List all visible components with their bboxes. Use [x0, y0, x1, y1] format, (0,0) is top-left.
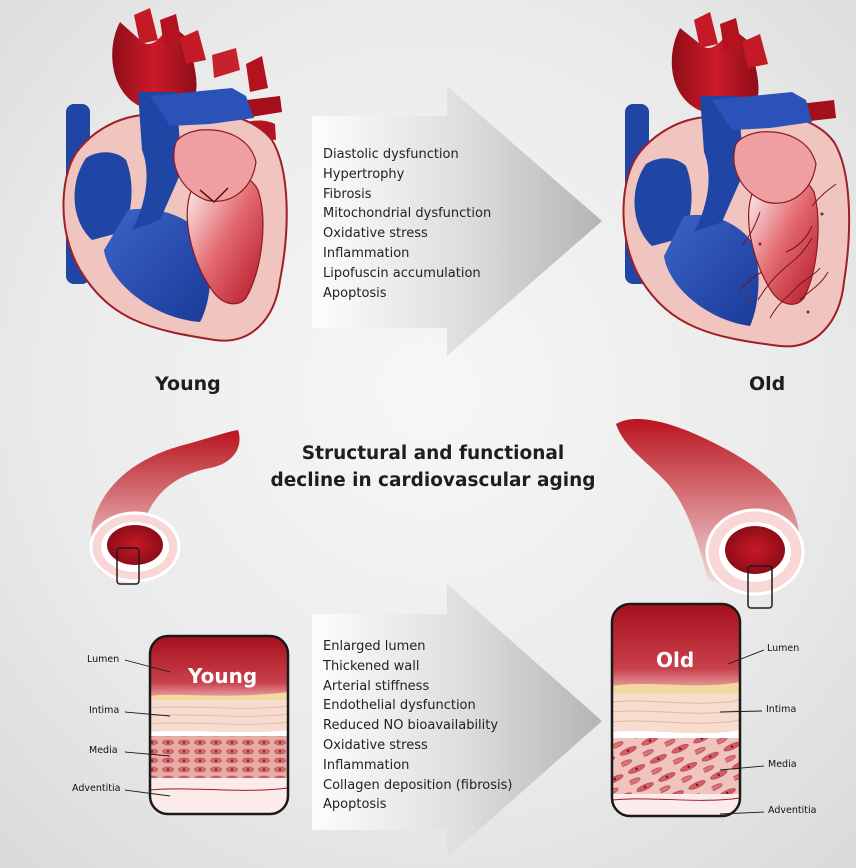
vessel-change-item: Reduced NO bioavailability — [323, 716, 512, 736]
heart-change-item: Inflammation — [323, 244, 491, 264]
young-inset-label: Young — [188, 664, 257, 688]
right-label-media: Media — [768, 759, 797, 770]
vessel-change-item: Enlarged lumen — [323, 637, 512, 657]
young-heart-label: Young — [155, 373, 221, 395]
vessel-changes-list: Enlarged lumen Thickened wall Arterial s… — [323, 637, 512, 815]
heart-change-item: Hypertrophy — [323, 165, 491, 185]
vessel-change-item: Arterial stiffness — [323, 677, 512, 697]
young-wall-cross-section — [150, 636, 288, 814]
figure-title: Structural and functional decline in car… — [253, 440, 613, 494]
left-label-lumen: Lumen — [87, 654, 119, 665]
left-label-intima: Intima — [89, 705, 119, 716]
heart-changes-list: Diastolic dysfunction Hypertrophy Fibros… — [323, 145, 491, 303]
old-heart-label: Old — [749, 373, 785, 395]
vessel-change-item: Inflammation — [323, 756, 512, 776]
vessel-change-item: Endothelial dysfunction — [323, 696, 512, 716]
vessel-change-item: Thickened wall — [323, 657, 512, 677]
heart-change-item: Lipofuscin accumulation — [323, 264, 491, 284]
vessel-change-item: Apoptosis — [323, 795, 512, 815]
left-label-media: Media — [89, 745, 118, 756]
heart-change-item: Diastolic dysfunction — [323, 145, 491, 165]
right-label-lumen: Lumen — [767, 643, 799, 654]
old-wall-cross-section — [612, 604, 740, 816]
heart-change-item: Apoptosis — [323, 284, 491, 304]
heart-change-item: Oxidative stress — [323, 224, 491, 244]
right-label-intima: Intima — [766, 704, 796, 715]
figure-title-line1: Structural and functional — [253, 440, 613, 467]
right-label-adventitia: Adventitia — [768, 805, 816, 816]
heart-change-item: Mitochondrial dysfunction — [323, 204, 491, 224]
old-inset-label: Old — [656, 648, 694, 672]
figure-title-line2: decline in cardiovascular aging — [253, 467, 613, 494]
vessel-change-item: Oxidative stress — [323, 736, 512, 756]
vessel-change-item: Collagen deposition (fibrosis) — [323, 776, 512, 796]
heart-change-item: Fibrosis — [323, 185, 491, 205]
left-label-adventitia: Adventitia — [72, 783, 120, 794]
